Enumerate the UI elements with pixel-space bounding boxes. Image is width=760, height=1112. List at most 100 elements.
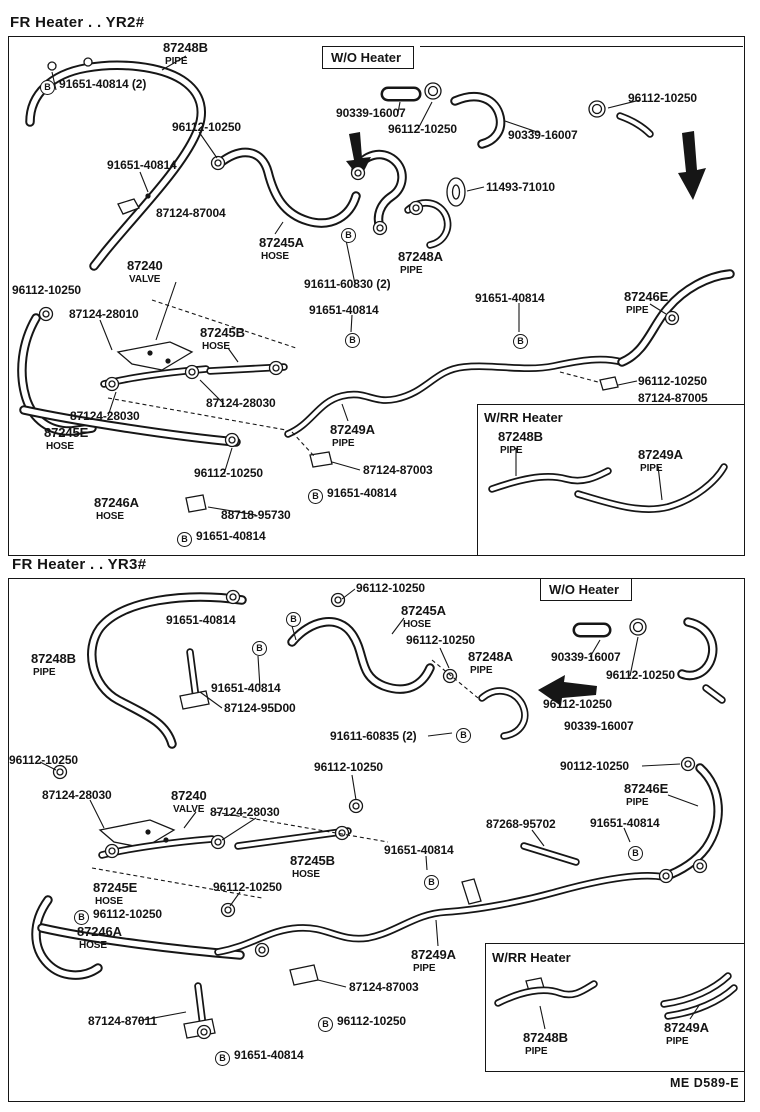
part-label: 87124-28010 bbox=[69, 307, 139, 321]
arrow-icon bbox=[538, 675, 597, 706]
part-sub-label: HOSE bbox=[46, 440, 74, 452]
pipe-87246e-art bbox=[617, 269, 735, 367]
wo-heater-line-yr2 bbox=[420, 46, 743, 47]
section-title-yr3: FR Heater . . YR3# bbox=[12, 556, 153, 573]
part-sub-label: PIPE bbox=[666, 1035, 689, 1047]
wrr-heater-box-title-yr3: W/RR Heater bbox=[492, 950, 571, 965]
part-sub-label: PIPE bbox=[400, 264, 423, 276]
diagram-code: ME D589-E bbox=[670, 1076, 740, 1090]
part-sub-label: PIPE bbox=[626, 796, 649, 808]
part-sub-label: HOSE bbox=[202, 340, 230, 352]
part-label: 87124-28030 bbox=[70, 409, 140, 423]
wrr-heater-box-yr3 bbox=[485, 943, 745, 1072]
construction-lines bbox=[91, 659, 479, 899]
part-label: 96112-10250 bbox=[543, 697, 612, 711]
part-label: 96112-10250 bbox=[388, 122, 457, 136]
pipe-87248a-art bbox=[478, 687, 529, 740]
leader-lines bbox=[51, 55, 667, 516]
pipe-87248b-art bbox=[87, 592, 247, 749]
wrr-heater-parts-art bbox=[488, 463, 728, 513]
part-sub-label: HOSE bbox=[403, 618, 431, 630]
clamp-icons bbox=[38, 155, 680, 448]
circled-b-marker: B bbox=[74, 910, 89, 925]
hose-87246a-art bbox=[19, 405, 241, 447]
part-label: 91651-40814 bbox=[107, 158, 177, 172]
part-label: 90112-10250 bbox=[560, 759, 629, 773]
part-label: 96112-10250 bbox=[9, 753, 78, 767]
part-sub-label: VALVE bbox=[173, 803, 205, 815]
part-label: 87124-87003 bbox=[349, 980, 419, 994]
part-label: 87124-87004 bbox=[156, 206, 226, 220]
hose-87245b-art bbox=[234, 827, 352, 850]
valve-87240-art bbox=[98, 819, 216, 859]
hose-87245a-art bbox=[287, 617, 435, 694]
part-label: 91651-40814 bbox=[475, 291, 545, 305]
yr2-section-box bbox=[8, 36, 745, 556]
circled-b-marker: B bbox=[513, 334, 528, 349]
part-label: 91611-60835 (2) bbox=[330, 729, 417, 743]
part-sub-label: HOSE bbox=[79, 939, 107, 951]
hose-87245e-art bbox=[17, 313, 97, 436]
part-label: 88718-95730 bbox=[221, 508, 291, 522]
circled-b-marker: B bbox=[177, 532, 192, 547]
part-sub-label: PIPE bbox=[165, 55, 188, 67]
clamp-icons bbox=[52, 589, 708, 1040]
pipe-87246e-art bbox=[659, 763, 723, 882]
circled-b-marker: B bbox=[456, 728, 471, 743]
part-label: 87124-87005 bbox=[638, 391, 708, 405]
yr3-section-box bbox=[8, 578, 745, 1102]
part-label: 96112-10250 bbox=[213, 880, 282, 894]
circled-b-marker: B bbox=[424, 875, 439, 890]
part-sub-label: VALVE bbox=[129, 273, 161, 285]
part-label: 90339-16007 bbox=[551, 650, 621, 664]
part-label: 96112-10250 bbox=[194, 466, 263, 480]
part-label: 91651-40814 bbox=[211, 681, 281, 695]
part-sub-label: PIPE bbox=[332, 437, 355, 449]
wo-heater-parts-art bbox=[346, 82, 706, 249]
wo-heater-box-title-yr2: W/O Heater bbox=[322, 46, 415, 69]
part-sub-label: HOSE bbox=[95, 895, 123, 907]
section-title-yr2: FR Heater . . YR2# bbox=[10, 14, 151, 31]
part-label: 96112-10250 bbox=[12, 283, 81, 297]
part-label: 91651-40814 bbox=[309, 303, 379, 317]
circled-b-marker: B bbox=[341, 228, 356, 243]
circled-b-marker: B bbox=[286, 612, 301, 627]
arrow-icon bbox=[678, 131, 706, 200]
pipe-87248b-art bbox=[25, 57, 207, 271]
wo-heater-box-title-yr3: W/O Heater bbox=[540, 578, 633, 601]
hose-87245e-art bbox=[31, 895, 103, 980]
part-label: 91651-40814 bbox=[590, 816, 660, 830]
bracket-95d00-art bbox=[179, 648, 210, 710]
circled-b-marker: B bbox=[345, 333, 360, 348]
wo-heater-parts-art bbox=[538, 617, 726, 706]
part-sub-label: PIPE bbox=[500, 444, 523, 456]
part-label: 87124-28030 bbox=[206, 396, 276, 410]
part-label: 90339-16007 bbox=[336, 106, 406, 120]
part-label: 96112-10250 bbox=[172, 120, 241, 134]
part-label: 96112-10250 bbox=[628, 91, 697, 105]
part-label: 87124-28030 bbox=[210, 805, 280, 819]
wrr-heater-parts-art bbox=[494, 972, 738, 1020]
leader-lines bbox=[39, 588, 701, 1030]
part-sub-label: PIPE bbox=[413, 962, 436, 974]
pipe-87249a-art bbox=[284, 355, 626, 438]
circled-b-marker: B bbox=[628, 846, 643, 861]
part-label: 90339-16007 bbox=[564, 719, 634, 733]
pipe-87268-art bbox=[520, 842, 580, 866]
part-sub-label: PIPE bbox=[626, 304, 649, 316]
